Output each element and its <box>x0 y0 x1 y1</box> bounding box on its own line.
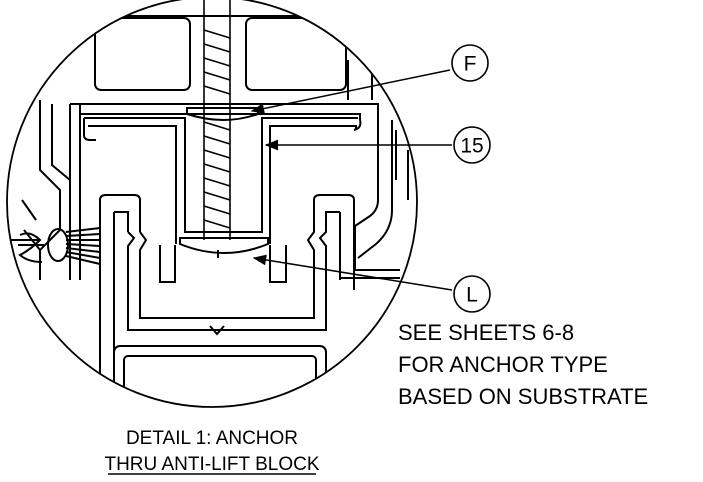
detail-circle <box>6 0 418 408</box>
callout-l-label: L <box>466 284 478 307</box>
top-rail-boxes <box>70 15 373 100</box>
anti-lift-block-top <box>186 107 259 121</box>
detail-profiles <box>10 0 409 407</box>
callout-15-label: 15 <box>460 135 483 158</box>
detail-title: DETAIL 1: ANCHOR THRU ANTI-LIFT BLOCK <box>104 428 319 475</box>
bottom-box <box>113 345 327 407</box>
detail-title-line-1: DETAIL 1: ANCHOR <box>126 428 298 449</box>
note-line-3: BASED ON SUBSTRATE <box>398 384 648 409</box>
detail-title-line-2: THRU ANTI-LIFT BLOCK <box>104 454 319 475</box>
leader-f <box>250 69 451 114</box>
left-side-profile <box>10 100 101 280</box>
lower-channel <box>99 194 355 407</box>
callout-l: L <box>453 275 491 313</box>
note-line-1: SEE SHEETS 6-8 <box>398 320 574 345</box>
anchor-note: SEE SHEETS 6-8 FOR ANCHOR TYPE BASED ON … <box>398 320 648 409</box>
anchor-screw <box>203 0 231 240</box>
right-side-profile <box>340 104 409 279</box>
callout-f: F <box>451 44 489 82</box>
callout-f-label: F <box>464 53 477 76</box>
leader-l <box>252 254 453 291</box>
callout-15: 15 <box>453 126 491 164</box>
anti-lift-block-bottom <box>179 237 269 258</box>
note-line-2: FOR ANCHOR TYPE <box>398 352 608 377</box>
